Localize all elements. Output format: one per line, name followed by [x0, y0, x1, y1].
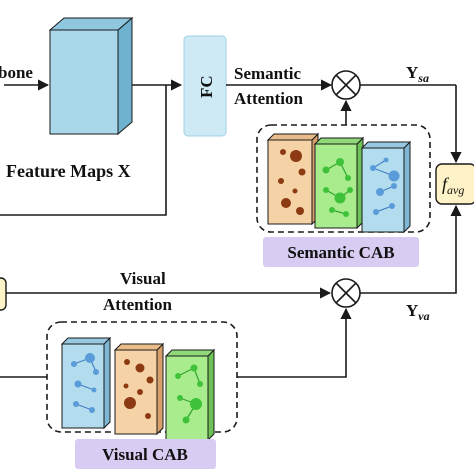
feature-loop-line: [0, 85, 167, 216]
visual-attention-label-1: Visual: [120, 269, 166, 288]
semantic-cab-label: Semantic CAB: [287, 243, 394, 262]
visual-cab-to-multiply-arrow: [237, 307, 352, 378]
feature-maps-label: Feature Maps X: [6, 161, 131, 181]
backbone-label: bone: [0, 63, 33, 82]
left-yellow-box-partial: [0, 277, 7, 311]
feature-map-front-face: [49, 29, 119, 135]
fc-box: [183, 35, 227, 137]
visual-panel-orange: [113, 342, 165, 436]
feature-map-side-face: [117, 16, 133, 136]
semantic-panel-blue: [360, 140, 412, 234]
f-avg-label: favg: [442, 174, 464, 197]
semantic-panel-orange: [266, 132, 320, 226]
feature-maps-block: [48, 16, 134, 136]
yva-line: [360, 204, 462, 294]
feature-map-top-face: [48, 17, 134, 31]
visual-attention-label-2: Attention: [103, 295, 172, 314]
f-avg-box: [435, 163, 474, 205]
semantic-cab-dashed-box: [256, 124, 431, 233]
visual-panel-green: [164, 348, 216, 442]
semantic-panel-green: [313, 136, 365, 230]
yva-label: Yva: [406, 301, 430, 323]
visual-panel-blue: [60, 336, 112, 430]
fc-label: FC: [197, 75, 216, 98]
semantic-attention-label-1: Semantic: [234, 64, 302, 83]
visual-cab-label-box: [75, 439, 216, 469]
visual-cab-label: Visual CAB: [102, 445, 188, 464]
visual-multiply-node: [331, 278, 361, 308]
semantic-multiply-node: [331, 70, 361, 100]
semantic-attention-label-2: Attention: [234, 89, 303, 108]
ysa-label: Ysa: [406, 63, 429, 85]
semantic-cab-label-box: [263, 237, 419, 267]
